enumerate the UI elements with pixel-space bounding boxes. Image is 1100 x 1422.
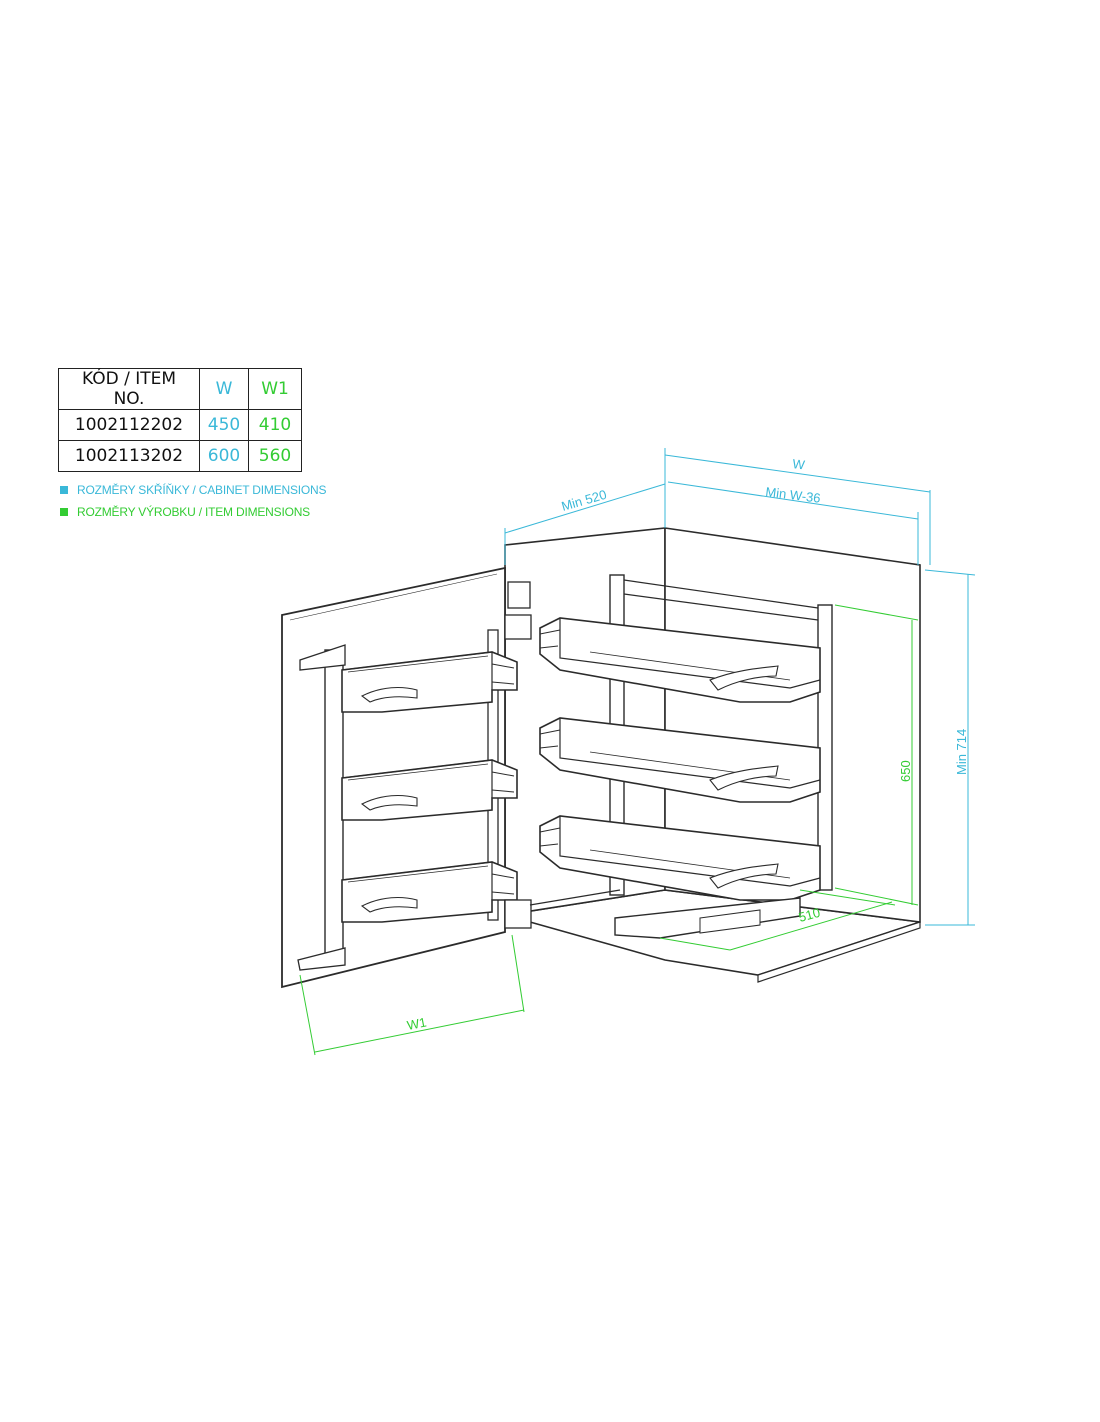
dim-min-w36-label: Min W-36 [765, 484, 822, 506]
header-w1: W1 [248, 368, 302, 410]
legend-cabinet: ROZMĚRY SKŘÍŇKY / CABINET DIMENSIONS [60, 483, 327, 497]
legend-cabinet-swatch [60, 486, 68, 494]
table-header-row: KÓD / ITEM NO. W W1 [58, 368, 302, 410]
dimension-min-w36 [667, 481, 919, 565]
mechanism-upper [504, 614, 532, 640]
lower-hinge [297, 947, 346, 971]
table-row: 1002112202 450 410 [58, 409, 302, 441]
row-w: 600 [199, 440, 249, 472]
upper-hinge [299, 644, 346, 671]
table-row: 1002113202 600 560 [58, 440, 302, 472]
mechanism-link [529, 889, 621, 906]
right-frame-top-bar [623, 579, 819, 621]
spec-table: KÓD / ITEM NO. W W1 1002112202 450 410 1… [58, 368, 302, 472]
floor-edge [757, 921, 921, 983]
dim-min520-label: Min 520 [560, 487, 609, 514]
mechanism-top [507, 581, 531, 609]
row-code: 1002113202 [58, 440, 200, 472]
door-rail [324, 649, 344, 956]
row-code: 1002112202 [58, 409, 200, 441]
dimension-min714 [924, 569, 976, 926]
dim-w1-label: W1 [406, 1014, 428, 1032]
dim-min714-label: Min 714 [954, 729, 969, 775]
dim-510-label: 510 [797, 905, 822, 925]
dim-w-label: W [792, 456, 807, 472]
header-code: KÓD / ITEM NO. [58, 368, 200, 410]
door-edge [289, 573, 498, 621]
row-w1: 560 [248, 440, 302, 472]
mechanism-bottom [504, 899, 532, 929]
dimension-510 [659, 889, 896, 951]
dimension-w1 [299, 934, 525, 1056]
legend-item: ROZMĚRY VÝROBKU / ITEM DIMENSIONS [60, 505, 310, 519]
dimension-min520 [504, 483, 666, 565]
legend-item-swatch [60, 508, 68, 516]
floor-rail-slide [699, 909, 761, 934]
dim-650-label: 650 [898, 760, 913, 782]
legend-item-label: ROZMĚRY VÝROBKU / ITEM DIMENSIONS [77, 505, 310, 519]
dimension-w [664, 448, 931, 565]
header-w: W [199, 368, 249, 410]
dimension-650 [834, 604, 919, 906]
legend-cabinet-label: ROZMĚRY SKŘÍŇKY / CABINET DIMENSIONS [77, 483, 327, 497]
